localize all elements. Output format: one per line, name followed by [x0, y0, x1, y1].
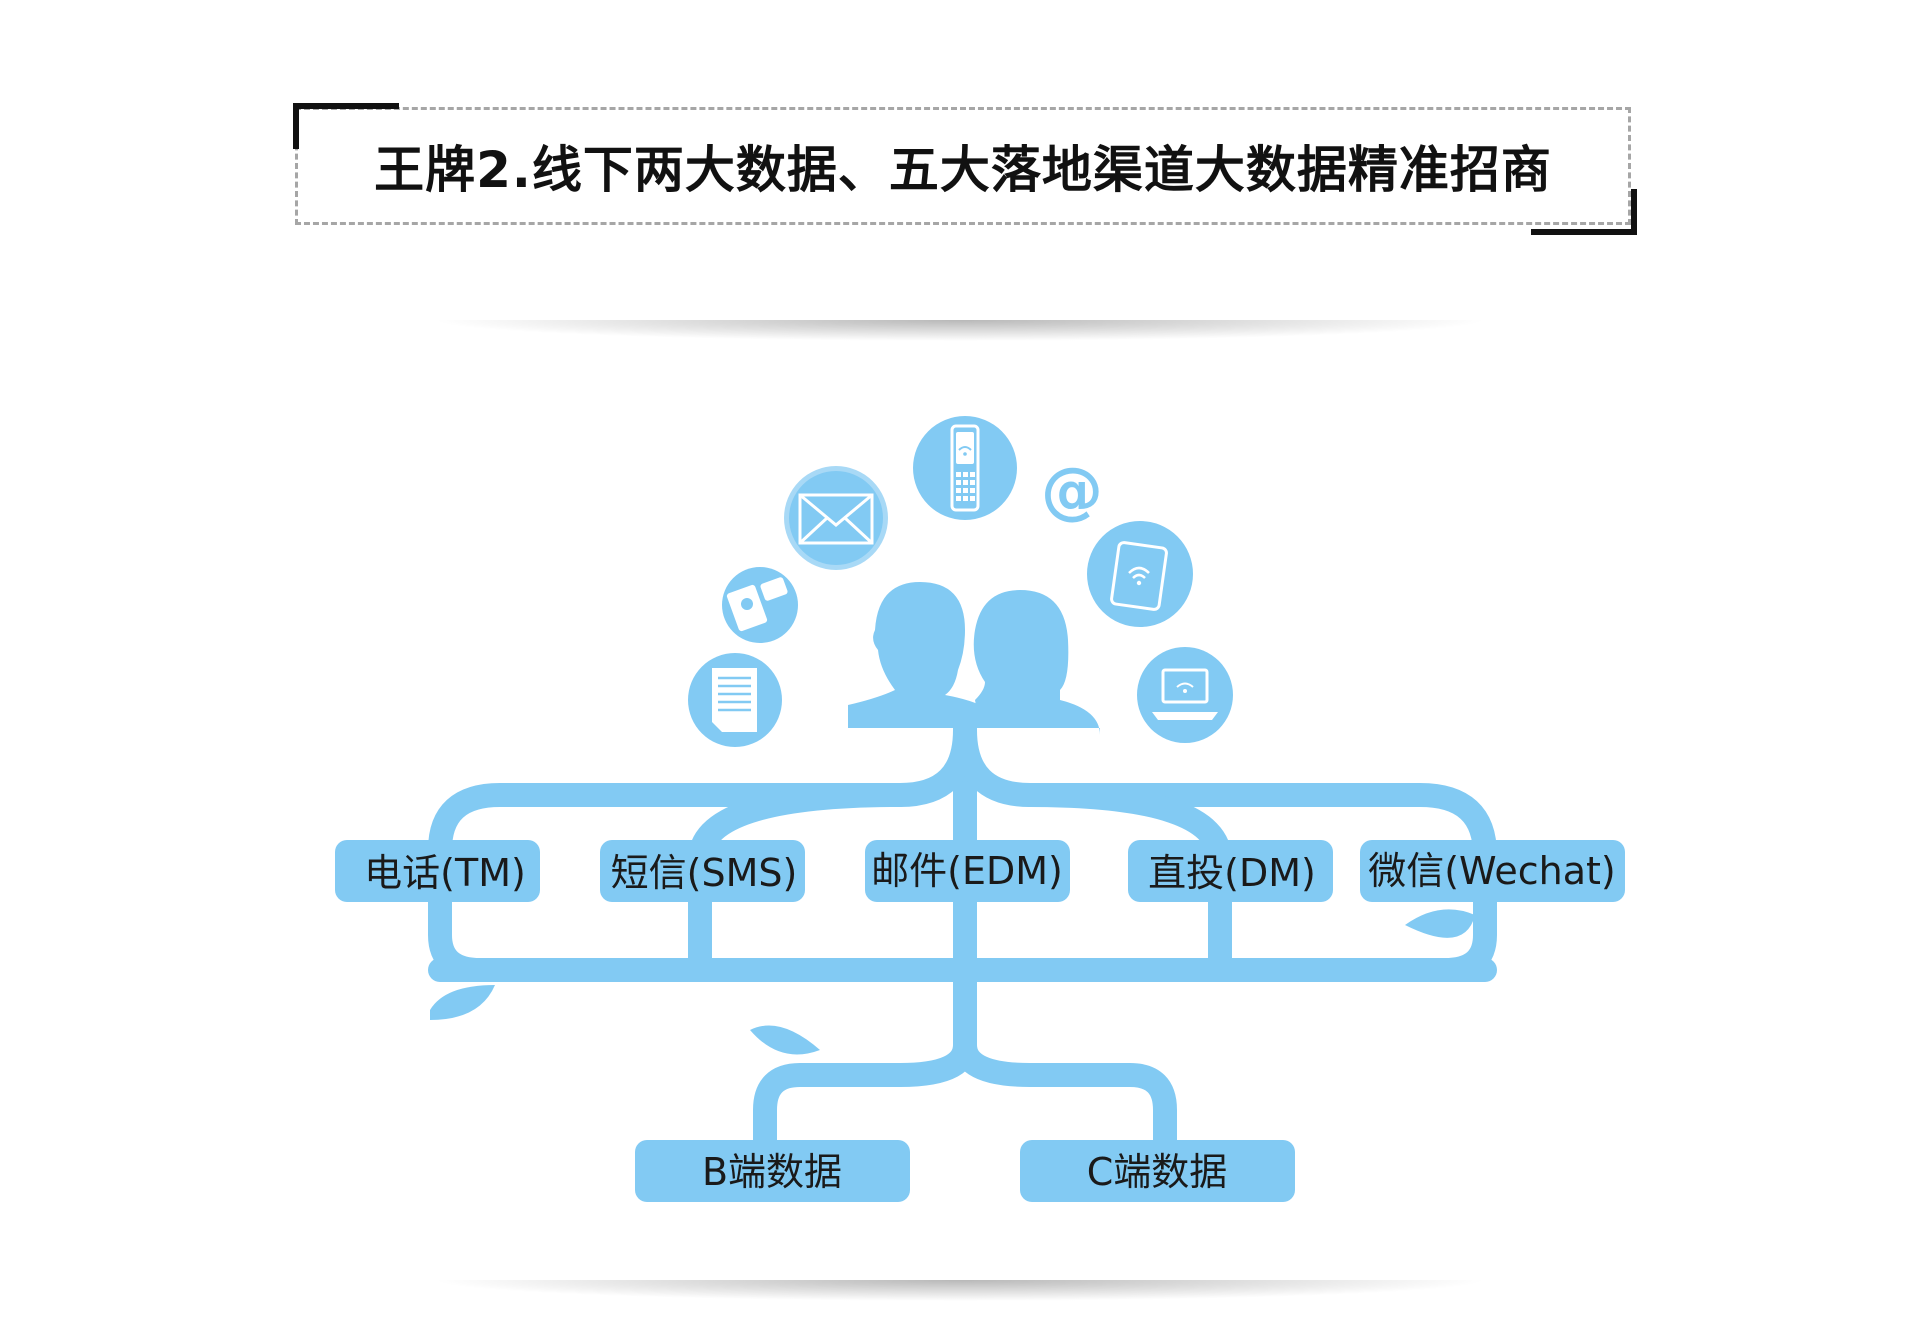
channel-wechat-label: 微信(Wechat): [1368, 849, 1616, 893]
data-source-labels: B端数据 C端数据: [635, 1140, 1295, 1202]
leaf-left: [430, 985, 495, 1020]
channel-dm-label: 直投(DM): [1148, 851, 1316, 895]
camera-icon: [722, 567, 798, 643]
page-title: 王牌2.线下两大数据、五大落地渠道大数据精准招商: [374, 141, 1552, 199]
at-sign-icon: @: [1041, 454, 1103, 527]
leaf-center: [750, 1025, 820, 1055]
mobile-phone-icon: [913, 416, 1017, 520]
channel-dm-box: 直投(DM): [1128, 840, 1333, 902]
title-corner-top-left: [293, 103, 399, 149]
document-icon: [688, 653, 782, 747]
channel-sms-box: 短信(SMS): [600, 840, 805, 902]
channel-tm-label: 电话(TM): [364, 851, 526, 895]
tree-pipes: [428, 713, 1497, 1152]
leaf-right: [1405, 909, 1475, 938]
channel-wechat-box: 微信(Wechat): [1360, 840, 1625, 902]
b-data-label: B端数据: [702, 1150, 842, 1194]
channel-edm-label: 邮件(EDM): [871, 849, 1063, 893]
channel-tm-box: 电话(TM): [335, 840, 540, 902]
c-data-label: C端数据: [1087, 1150, 1228, 1194]
b-data-box: B端数据: [635, 1140, 910, 1202]
laptop-icon: [1137, 647, 1233, 743]
tablet-icon: [1087, 521, 1193, 627]
people-icon: [848, 582, 1100, 735]
svg-text:@: @: [1041, 454, 1103, 527]
envelope-icon: [784, 466, 888, 570]
channel-labels: 电话(TM) 短信(SMS) 邮件(EDM) 直投(DM) 微信(Wechat): [335, 840, 1625, 902]
c-data-box: C端数据: [1020, 1140, 1295, 1202]
channel-sms-label: 短信(SMS): [611, 851, 798, 895]
channel-edm-box: 邮件(EDM): [865, 840, 1070, 902]
title-frame: [295, 107, 1631, 225]
title-corner-bottom-right: [1531, 189, 1637, 235]
